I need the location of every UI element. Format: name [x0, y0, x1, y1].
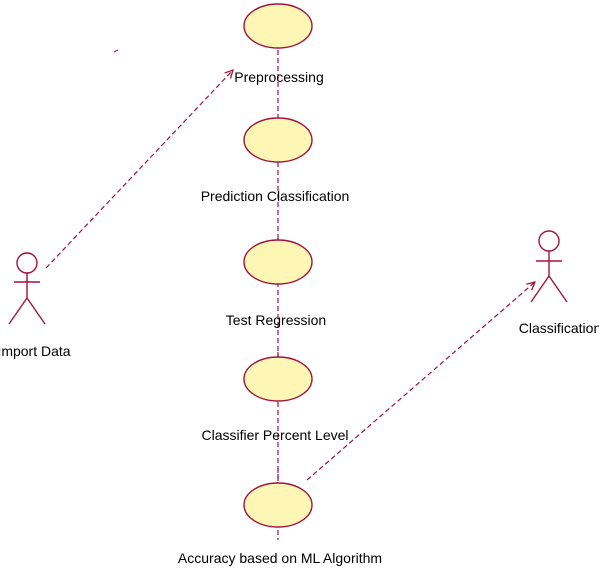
use-case-test-regression[interactable]: [243, 239, 313, 285]
actor-left-leg: [530, 275, 550, 303]
use-case-accuracy[interactable]: [243, 482, 313, 528]
label-actor-import-data: Import Data: [0, 343, 71, 359]
label-accuracy: Accuracy based on ML Algorithm: [178, 550, 382, 566]
accuracy-to-classification-arrow: [306, 282, 535, 481]
label-prediction-classification: Prediction Classification: [201, 188, 350, 204]
actor-import-data[interactable]: [8, 252, 46, 325]
actor-head: [538, 230, 560, 252]
actor-right-leg: [548, 275, 568, 303]
import-to-preprocessing-arrow: [45, 70, 233, 269]
label-test-regression: Test Regression: [226, 312, 326, 328]
use-case-prediction-classification[interactable]: [243, 117, 313, 163]
label-actor-classification: Classification: [519, 320, 599, 336]
actor-right-leg: [26, 297, 46, 325]
actor-classification[interactable]: [530, 230, 568, 303]
use-case-classifier-percent-level[interactable]: [243, 356, 313, 402]
label-classifier-percent-level: Classifier Percent Level: [201, 427, 348, 443]
actor-head: [16, 252, 38, 274]
stray-mark: [113, 49, 119, 53]
label-preprocessing: Preprocessing: [234, 69, 324, 85]
actor-left-leg: [8, 297, 28, 325]
use-case-preprocessing[interactable]: [243, 3, 313, 49]
